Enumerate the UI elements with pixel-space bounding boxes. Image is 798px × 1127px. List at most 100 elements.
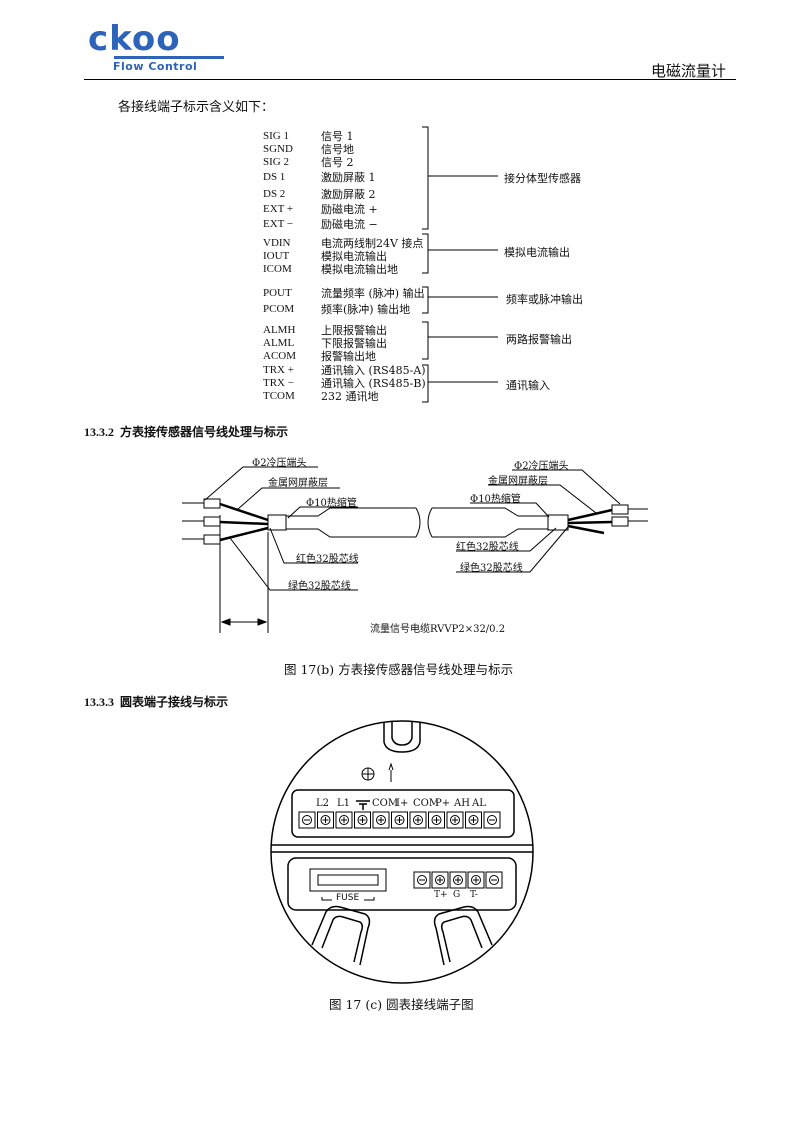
terminal-code: PCOM	[263, 303, 295, 315]
terminal-label: AH	[454, 798, 470, 809]
left-shield	[267, 514, 287, 531]
terminal-row: PCOM 频率(脉冲) 输出地	[263, 303, 425, 316]
terminal-desc: 通讯输入 (RS485-A)	[321, 364, 426, 377]
left-wire-top	[219, 502, 269, 522]
header-title: 电磁流量计	[650, 62, 726, 80]
terminal-label: T+	[434, 890, 448, 900]
bottom-board	[287, 857, 517, 911]
logo-wordmark: ckoo	[88, 19, 181, 59]
terminal-desc: 通讯输入 (RS485-B)	[321, 377, 426, 390]
label-left-terminal: Φ2冷压端头	[252, 458, 307, 469]
bracket-alarm	[422, 321, 429, 360]
round-meter-diagram	[270, 720, 534, 984]
terminal-label: I+	[396, 798, 409, 809]
terminal-desc: 上限报警输出	[321, 324, 387, 337]
intro-text: 各接线端子标示含义如下：	[118, 100, 275, 115]
label-right-terminal: Φ2冷压端头	[514, 461, 569, 472]
terminal-code: SIG 2	[263, 156, 289, 168]
terminal-label: AL	[472, 798, 486, 809]
terminal-row: TRX + 通讯输入 (RS485-A)	[263, 364, 426, 377]
terminal-code: VDIN	[263, 237, 291, 249]
terminal-label: L1	[337, 798, 351, 809]
terminal-desc: 下限报警输出	[321, 337, 387, 350]
left-wire-mid	[219, 520, 269, 526]
terminal-desc: 励磁电流 −	[321, 218, 378, 231]
terminal-row: SIG 2 信号 2	[263, 156, 378, 169]
right-sleeve	[432, 507, 548, 538]
group-label-analog: 模拟电流输出	[504, 246, 570, 259]
terminal-code: SIG 1	[263, 130, 289, 142]
terminal-row: TRX − 通讯输入 (RS485-B)	[263, 377, 426, 390]
group-label-sensor: 接分体型传感器	[504, 172, 581, 185]
label-right-sleeve: Φ10热缩管	[470, 494, 521, 505]
terminal-row: ALML 下限报警输出	[263, 337, 387, 350]
terminal-label: T-	[470, 890, 478, 900]
label-left-sleeve: Φ10热缩管	[306, 498, 357, 509]
bracket-comm	[422, 364, 429, 403]
caption-figure-b: 图 17(b) 方表接传感器信号线处理与标示	[284, 662, 514, 677]
terminal-code: TCOM	[263, 390, 295, 402]
section-number: 13.3.3	[84, 695, 114, 709]
terminal-row: ALMH 上限报警输出	[263, 324, 387, 337]
right-wire-top	[567, 508, 613, 522]
terminal-label: G	[453, 890, 461, 900]
left-sleeve	[286, 507, 416, 538]
terminal-row: SGND 信号地	[263, 143, 378, 156]
terminal-desc: 激励屏蔽 2	[321, 188, 376, 201]
right-wire-mid	[567, 520, 613, 525]
terminal-code: TRX −	[263, 377, 294, 389]
cable-diagram	[182, 466, 648, 633]
terminal-code: ACOM	[263, 350, 297, 362]
terminal-desc: 频率(脉冲) 输出地	[321, 303, 411, 316]
terminal-desc: 模拟电流输出	[321, 250, 387, 263]
label-left-shield: 金属网屏蔽层	[268, 478, 328, 489]
terminal-row: IOUT 模拟电流输出	[263, 250, 423, 263]
terminal-desc: 232 通讯地	[321, 390, 379, 403]
left-wire-bot	[219, 526, 269, 542]
left-cable-end	[415, 507, 421, 538]
terminal-code: ALMH	[263, 324, 296, 336]
terminal-row: ICOM 模拟电流输出地	[263, 263, 423, 276]
label-cable-spec: 流量信号电缆RVVP2×32/0.2	[370, 624, 506, 635]
terminal-code: SGND	[263, 143, 293, 155]
bottom-left-lug	[311, 905, 371, 966]
logo-tagline: Flow Control	[113, 60, 198, 73]
terminal-row: ACOM 报警输出地	[263, 350, 387, 363]
terminal-code: ICOM	[263, 263, 292, 275]
terminal-label: P+	[435, 798, 451, 809]
fuse-label: FUSE	[334, 893, 362, 903]
terminal-code: TRX +	[263, 364, 294, 376]
bracket-sensor	[422, 126, 429, 230]
terminal-desc: 信号地	[321, 143, 354, 156]
label-right-shield: 金属网屏蔽层	[488, 476, 548, 487]
group-label-comm: 通讯输入	[506, 379, 550, 392]
terminal-code: DS 1	[263, 171, 286, 183]
terminal-desc: 信号 2	[321, 156, 354, 169]
section-heading-b: 13.3.2 方表接传感器信号线处理与标示	[84, 423, 288, 440]
top-notch	[383, 721, 421, 753]
terminal-label: L2	[316, 798, 330, 809]
terminal-code: POUT	[263, 287, 292, 299]
caption-figure-c: 图 17 (c) 圆表接线端子图	[329, 997, 474, 1012]
bracket-frequency	[422, 286, 429, 314]
bracket-analog	[422, 233, 429, 274]
section-number: 13.3.2	[84, 425, 114, 439]
fuse-icon	[317, 874, 379, 886]
terminal-code: ALML	[263, 337, 295, 349]
terminal-desc: 报警输出地	[321, 350, 376, 363]
terminal-desc: 励磁电流 +	[321, 203, 378, 216]
terminal-code: IOUT	[263, 250, 290, 262]
terminal-group-alarm: ALMH 上限报警输出 ALML 下限报警输出 ACOM 报警输出地	[263, 324, 387, 363]
label-left-red: 红色32股芯线	[296, 554, 359, 565]
terminal-code: DS 2	[263, 188, 286, 200]
terminal-desc: 信号 1	[321, 130, 354, 143]
terminal-code: EXT −	[263, 218, 294, 230]
terminal-group-comm: TRX +通讯输入 (RS485-A) TRX −通讯输入 (RS485-B) …	[263, 364, 426, 403]
terminal-desc: 模拟电流输出地	[321, 263, 398, 276]
section-title: 方表接传感器信号线处理与标示	[120, 425, 289, 439]
